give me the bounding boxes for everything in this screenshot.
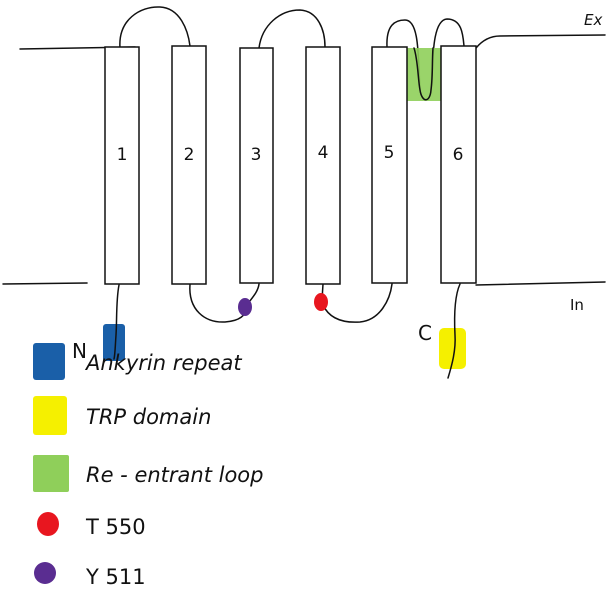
helix-6 [440,45,477,284]
legend-swatch-trp [33,396,67,435]
helices: 1 2 3 4 5 6 [104,45,477,285]
legend-swatch-t550 [37,512,59,536]
helix-label-6: 6 [453,145,464,165]
loop-3-4 [258,9,326,49]
reentrant-loop-line [413,47,434,101]
helix-5 [371,46,408,284]
legend-label-y511: Y 511 [85,565,146,589]
legend: Ankyrin repeat TRP domain Re - entrant l… [33,343,264,589]
c-terminus-label: C [418,321,432,345]
n-terminus-tail [113,284,120,360]
legend-swatch-y511 [34,562,56,584]
legend-label-ankyrin: Ankyrin repeat [84,351,242,375]
helix-label-2: 2 [184,145,195,165]
intracellular-label: In [570,296,584,314]
helix-label-1: 1 [117,145,128,165]
legend-label-reentrant: Re - entrant loop [86,463,264,487]
helix-2 [171,45,207,285]
extracellular-label: Ex [584,11,602,29]
helix-4 [305,46,341,285]
helix-label-5: 5 [384,143,395,163]
legend-label-trp: TRP domain [86,405,211,429]
helix-label-4: 4 [318,143,329,163]
helix-3 [239,47,274,284]
membrane-top-right [475,34,606,49]
loop-2-3 [189,283,247,323]
helix-1 [104,46,140,285]
reentrant-loop-region [407,48,444,101]
t550-residue [314,293,328,311]
legend-swatch-reentrant [33,455,69,492]
helix-label-3: 3 [251,145,262,165]
membrane-bottom-left [2,282,88,285]
loop-1-2 [119,6,191,49]
legend-label-t550: T 550 [85,515,146,539]
ankyrin-repeat-domain [103,324,125,361]
trp-domain [439,328,466,369]
loop-4-5 [322,283,393,323]
membrane-bottom-right [475,281,606,286]
n-terminus-label: N [72,339,87,363]
y511-residue [238,298,252,316]
legend-swatch-ankyrin [33,343,65,380]
c-terminus-tail [447,283,461,379]
